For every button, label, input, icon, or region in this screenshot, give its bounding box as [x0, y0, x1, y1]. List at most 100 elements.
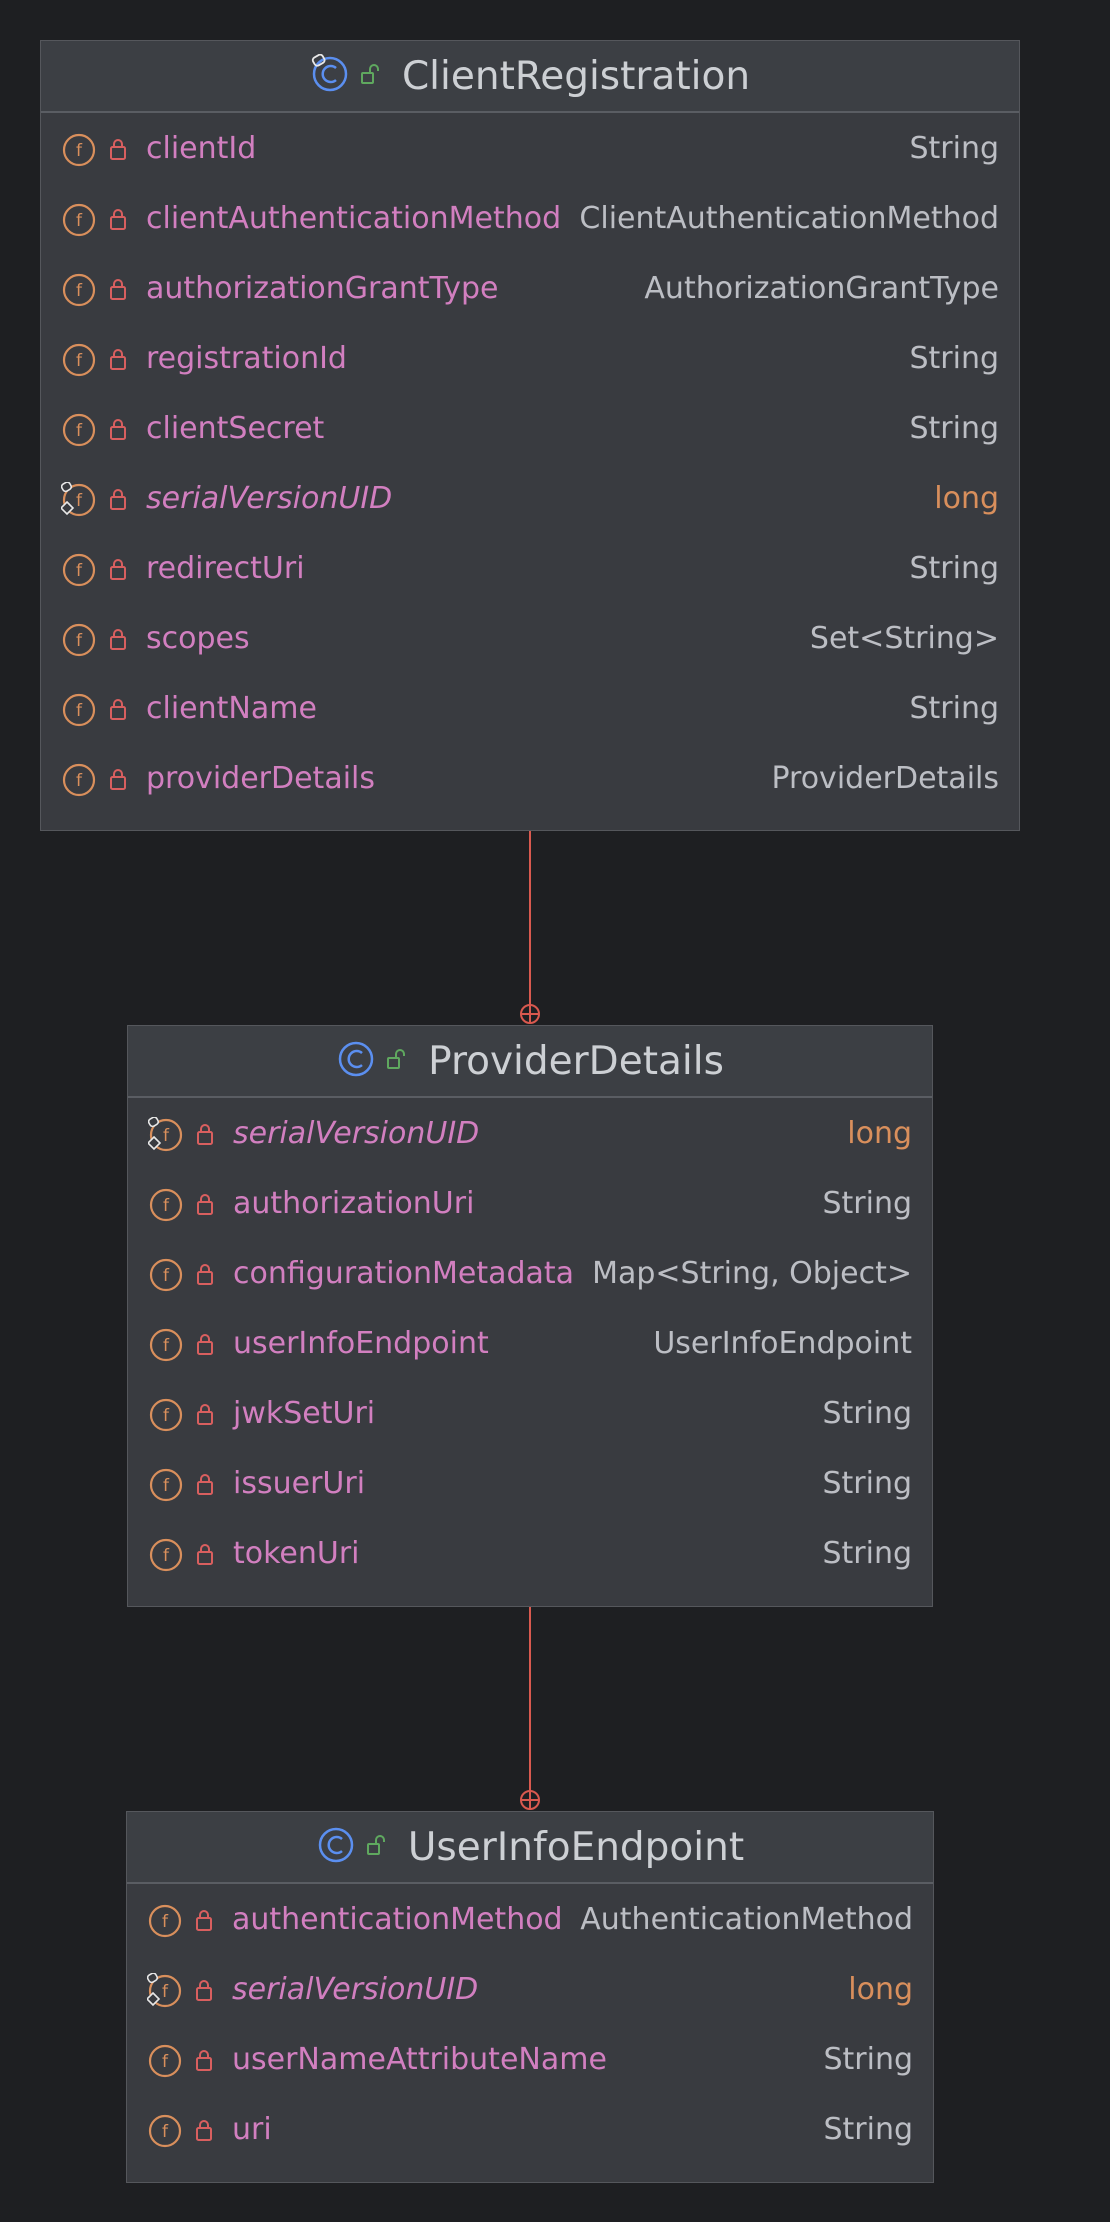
field-row[interactable]: f scopes Set<String>	[41, 603, 1019, 673]
field-icon: f	[148, 1537, 184, 1573]
field-icon: f	[148, 1467, 184, 1503]
private-lock-icon	[109, 627, 127, 651]
field-icon: f	[61, 762, 97, 798]
class-header[interactable]: ProviderDetails	[128, 1026, 932, 1098]
private-lock-icon	[109, 277, 127, 301]
svg-text:f: f	[162, 2052, 169, 2072]
field-type: long	[847, 1115, 912, 1151]
class-icon	[316, 1825, 356, 1869]
svg-text:f: f	[163, 1406, 170, 1426]
private-lock-icon	[195, 1908, 213, 1932]
private-lock-icon	[196, 1122, 214, 1146]
field-name: authorizationUri	[233, 1185, 475, 1221]
field-name: scopes	[146, 620, 250, 656]
field-icon: f	[61, 552, 97, 588]
field-icon: f	[61, 202, 97, 238]
field-name: issuerUri	[233, 1465, 366, 1501]
field-icon: f	[148, 1397, 184, 1433]
svg-text:f: f	[162, 1912, 169, 1932]
svg-text:f: f	[162, 2122, 169, 2142]
field-row[interactable]: f authorizationUri String	[128, 1168, 932, 1238]
field-type: String	[823, 2041, 913, 2077]
field-type: String	[823, 2111, 913, 2147]
private-lock-icon	[195, 2118, 213, 2142]
class-header[interactable]: ClientRegistration	[41, 41, 1019, 113]
private-lock-icon	[196, 1332, 214, 1356]
class-icon	[336, 1039, 376, 1083]
field-type: ProviderDetails	[771, 760, 999, 796]
field-name: userNameAttributeName	[232, 2041, 607, 2077]
private-lock-icon	[196, 1192, 214, 1216]
field-icon: f	[61, 272, 97, 308]
private-lock-icon	[195, 2048, 213, 2072]
field-name: configurationMetadata	[233, 1255, 575, 1291]
field-name: serialVersionUID	[146, 480, 393, 516]
public-visibility-icon	[386, 1048, 408, 1074]
field-row[interactable]: f userNameAttributeName String	[127, 2024, 933, 2094]
svg-text:f: f	[163, 1546, 170, 1566]
private-lock-icon	[109, 697, 127, 721]
field-row[interactable]: f authorizationGrantType AuthorizationGran…	[41, 253, 1019, 323]
static-field-icon: f	[59, 481, 97, 518]
class-header[interactable]: UserInfoEndpoint	[127, 1812, 933, 1884]
field-type: AuthorizationGrantType	[644, 270, 999, 306]
svg-text:f: f	[163, 1126, 170, 1146]
field-icon: f	[61, 132, 97, 168]
field-name: authorizationGrantType	[146, 270, 499, 306]
field-type: UserInfoEndpoint	[653, 1325, 912, 1361]
field-type: String	[822, 1465, 912, 1501]
field-type: String	[909, 340, 999, 376]
field-type: String	[909, 130, 999, 166]
field-icon: f	[148, 1257, 184, 1293]
field-icon: f	[61, 622, 97, 658]
svg-text:f: f	[76, 351, 83, 371]
private-lock-icon	[196, 1402, 214, 1426]
static-field-icon: f	[145, 1972, 183, 2009]
svg-text:f: f	[162, 1982, 169, 2002]
class-name: UserInfoEndpoint	[407, 1824, 745, 1870]
private-lock-icon	[109, 557, 127, 581]
private-lock-icon	[196, 1262, 214, 1286]
field-icon: f	[147, 2113, 183, 2149]
class-box-providerdetails[interactable]: ProviderDetails f serialVersionUID long f aut…	[127, 1025, 933, 1607]
field-icon: f	[147, 2043, 183, 2079]
field-name: serialVersionUID	[232, 1971, 479, 2007]
svg-text:f: f	[163, 1196, 170, 1216]
svg-text:f: f	[76, 631, 83, 651]
svg-text:f: f	[76, 281, 83, 301]
svg-text:f: f	[76, 701, 83, 721]
field-icon: f	[148, 1187, 184, 1223]
svg-text:f: f	[163, 1476, 170, 1496]
private-lock-icon	[196, 1472, 214, 1496]
field-type: String	[822, 1185, 912, 1221]
field-row[interactable]: f issuerUri String	[128, 1448, 932, 1518]
field-type: String	[909, 410, 999, 446]
field-row[interactable]: f serialVersionUID long	[128, 1098, 932, 1168]
connector-clientregistration-providerdetails	[520, 830, 540, 1024]
private-lock-icon	[109, 347, 127, 371]
field-type: Set<String>	[809, 620, 999, 656]
field-name: serialVersionUID	[233, 1115, 480, 1151]
field-type: String	[822, 1395, 912, 1431]
svg-text:f: f	[76, 771, 83, 791]
field-name: clientName	[146, 690, 317, 726]
svg-text:f: f	[76, 421, 83, 441]
private-lock-icon	[109, 207, 127, 231]
